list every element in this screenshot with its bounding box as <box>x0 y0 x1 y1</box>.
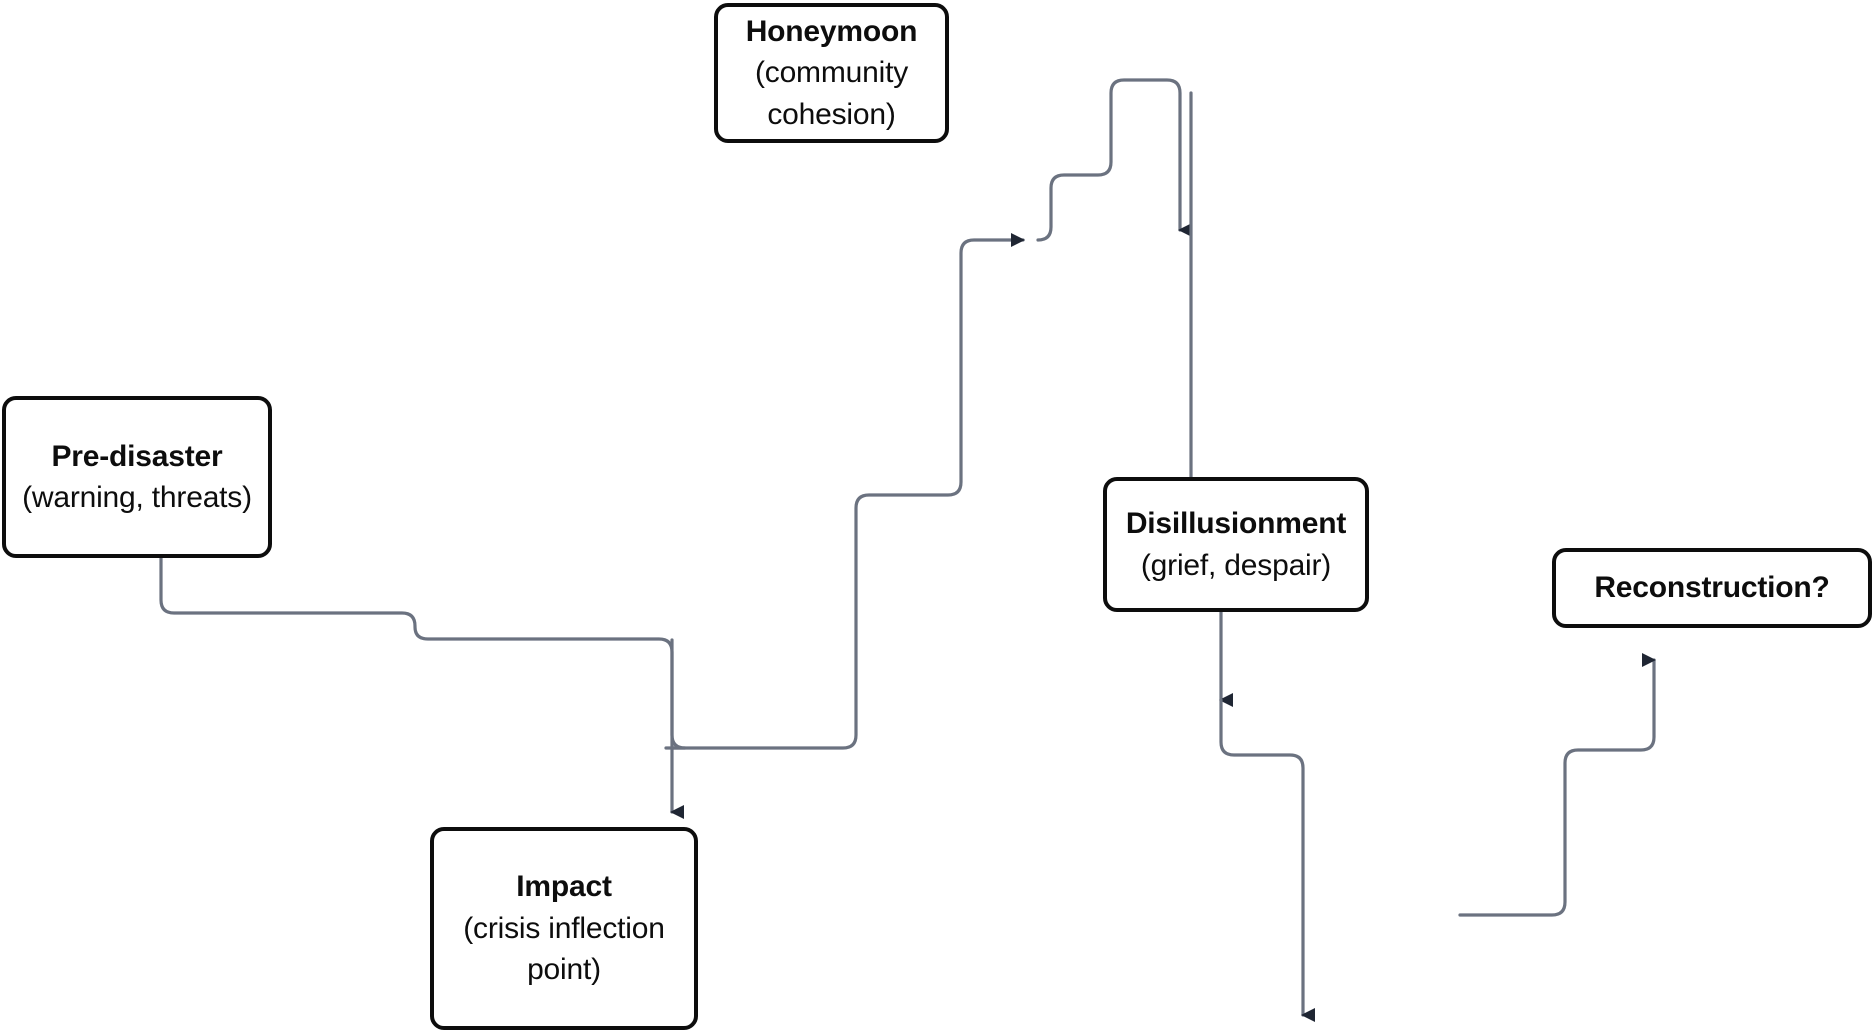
node-honeymoon[interactable]: Honeymoon (community cohesion) <box>714 3 949 143</box>
connector-impact-to-honeymoon <box>670 233 1025 750</box>
node-reconstruction[interactable]: Reconstruction? <box>1552 548 1872 628</box>
node-honeymoon-subtitle-line-1: (community <box>754 56 909 90</box>
node-honeymoon-title: Honeymoon <box>745 14 918 48</box>
connector-ascent-to-reconstruction <box>1458 653 1656 917</box>
connector-disillusionment-descent <box>1219 698 1315 1022</box>
node-pre-disaster-subtitle-line-1: (warning, threats) <box>22 481 252 514</box>
node-pre-disaster-title: Pre-disaster <box>51 439 223 473</box>
node-disillusionment-title: Disillusionment <box>1125 507 1347 541</box>
node-disillusionment-subtitle-line-1: (grief, despair) <box>1140 548 1332 582</box>
node-impact-subtitle-line-2: point) <box>527 953 601 987</box>
node-disillusionment[interactable]: Disillusionment (grief, despair) <box>1103 477 1369 612</box>
node-pre-disaster[interactable]: Pre-disaster (warning, threats) <box>2 396 272 558</box>
connector-honeymoon-riser <box>1036 78 1192 242</box>
connector-predisaster-to-impact <box>159 555 687 750</box>
node-impact[interactable]: Impact (crisis inflection point) <box>430 827 698 1030</box>
node-impact-subtitle-line-1: (crisis inflection <box>463 911 665 945</box>
node-reconstruction-title: Reconstruction? <box>1594 571 1830 605</box>
node-impact-title: Impact <box>516 870 612 904</box>
node-honeymoon-subtitle-line-2: cohesion) <box>767 97 896 131</box>
